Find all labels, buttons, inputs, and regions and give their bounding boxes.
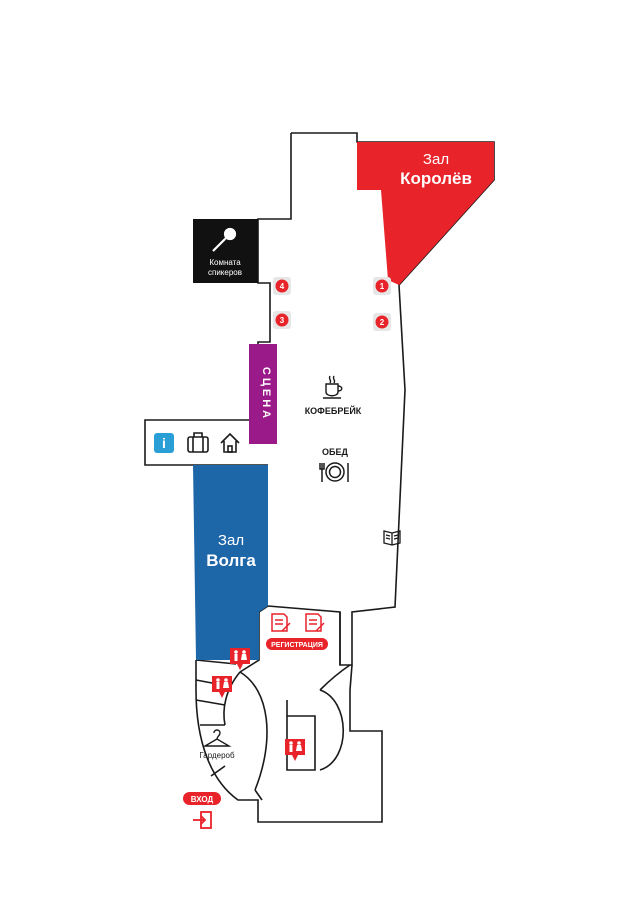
wardrobe[interactable]: Гардероб [199, 729, 235, 760]
exit-door-icon [193, 811, 212, 829]
stand-3-label: 3 [280, 316, 285, 325]
hall-volga-name: Волга [206, 551, 256, 570]
registration-label: РЕГИСТРАЦИЯ [271, 642, 323, 649]
stand-3[interactable]: 3 [273, 311, 291, 329]
hall-volga-prefix: Зал [218, 532, 244, 549]
speakers-room[interactable]: Комната спикеров [193, 219, 258, 283]
microphone-icon [212, 227, 237, 252]
restroom-icon-2[interactable] [212, 676, 232, 698]
registration-form-icon-2 [305, 613, 325, 632]
hall-korolev[interactable]: Зал Королёв [357, 142, 494, 285]
home-icon[interactable] [220, 432, 240, 453]
hall-volga[interactable]: Зал Волга [193, 465, 268, 660]
speakers-room-line1: Комната [209, 258, 241, 267]
entrance-label: ВХОД [191, 795, 214, 804]
stand-2-label: 2 [380, 318, 385, 327]
stage[interactable]: СЦЕНА [249, 344, 277, 444]
info-strip: i [154, 432, 240, 453]
info-icon[interactable]: i [154, 433, 174, 453]
registration-form-icon [271, 613, 291, 632]
stand-4-label: 4 [280, 282, 285, 291]
stand-1-label: 1 [380, 282, 385, 291]
lunch-label: ОБЕД [322, 447, 348, 457]
hall-korolev-prefix: Зал [423, 151, 449, 168]
registration[interactable]: РЕГИСТРАЦИЯ [266, 613, 328, 650]
entrance[interactable]: ВХОД [183, 792, 221, 829]
hall-korolev-name: Королёв [400, 169, 472, 188]
restroom-icon[interactable] [230, 648, 250, 670]
speakers-room-line2: спикеров [208, 268, 242, 277]
coffee-cup-icon [323, 375, 343, 399]
lunch[interactable]: ОБЕД [319, 447, 349, 482]
stand-2[interactable]: 2 [373, 313, 391, 331]
stage-label: СЦЕНА [260, 367, 272, 421]
coffee-break-label: КОФЕБРЕЙК [305, 405, 362, 416]
stand-1[interactable]: 1 [373, 277, 391, 295]
svg-text:i: i [162, 435, 166, 451]
stand-4[interactable]: 4 [273, 277, 291, 295]
restroom-icon-3[interactable] [285, 739, 305, 761]
luggage-icon[interactable] [187, 432, 209, 453]
coffee-break[interactable]: КОФЕБРЕЙК [305, 375, 362, 416]
hanger-icon [202, 729, 232, 747]
wardrobe-label: Гардероб [199, 751, 235, 760]
book-icon[interactable] [383, 530, 401, 546]
plate-cutlery-icon [319, 462, 349, 482]
